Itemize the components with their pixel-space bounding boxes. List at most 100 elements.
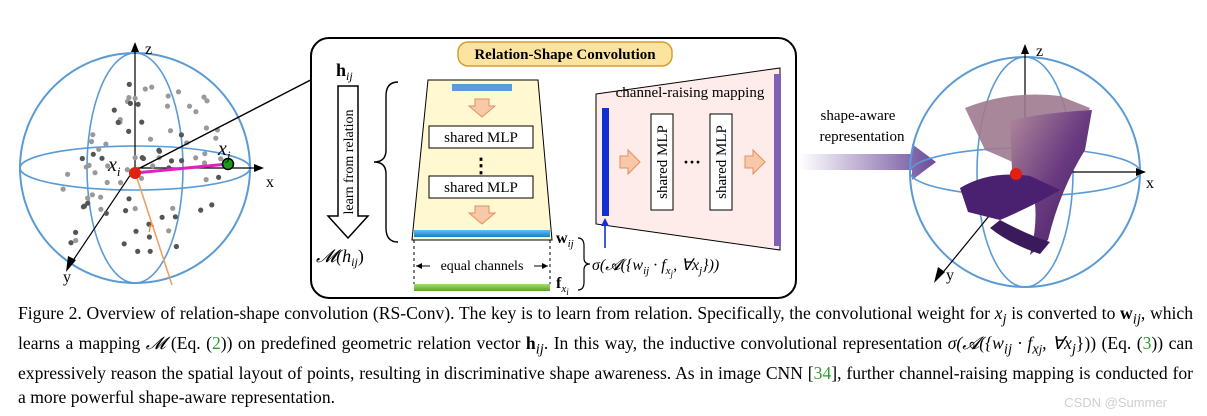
point-cloud xyxy=(60,81,224,254)
cloud-point xyxy=(126,95,132,101)
right-arrow-2 xyxy=(744,148,766,176)
xj-label: xj xyxy=(217,138,231,163)
shape-aware-arrow xyxy=(800,144,936,180)
mlp-box-1 xyxy=(428,125,534,149)
input-bar xyxy=(452,84,512,91)
mlp-box-2 xyxy=(428,175,534,199)
cloud-point xyxy=(146,221,152,227)
cloud-point xyxy=(126,128,132,134)
cloud-point xyxy=(60,186,66,192)
M-h-label: 𝓜(hij) xyxy=(316,246,364,269)
cloud-point xyxy=(201,94,207,100)
neighbor-point xyxy=(221,157,235,171)
cloud-point xyxy=(92,170,98,176)
box-title: Relation-Shape Convolution xyxy=(474,47,656,63)
figure-caption: Figure 2. Overview of relation-shape con… xyxy=(18,303,1193,407)
cloud-point xyxy=(213,135,219,141)
cloud-point xyxy=(115,119,121,125)
cloud-point xyxy=(135,248,141,254)
mlp-vbox-1-label: shared MLP xyxy=(655,125,671,199)
left-brace xyxy=(373,81,399,243)
xi-label: xi xyxy=(107,154,121,179)
cloud-point xyxy=(105,163,111,169)
cloud-point xyxy=(86,162,92,168)
cloud-point xyxy=(103,141,109,147)
eq3-link[interactable]: 3 xyxy=(1142,333,1152,354)
cloud-point xyxy=(159,214,165,220)
cloud-point xyxy=(173,243,179,250)
shape-aware-label-2: representation xyxy=(820,129,905,145)
cloud-point xyxy=(90,132,96,138)
cloud-point xyxy=(132,206,138,212)
radius-line xyxy=(134,171,173,286)
cloud-point xyxy=(165,93,171,99)
axis-y-label: y xyxy=(63,269,71,286)
radius-label: r xyxy=(148,220,154,236)
cloud-point xyxy=(118,180,124,186)
axis-z-label: z xyxy=(145,41,152,58)
cloud-point xyxy=(88,138,95,145)
cloud-point xyxy=(202,151,208,157)
axis-z2-label: z xyxy=(1036,43,1043,60)
cloud-point xyxy=(203,125,209,131)
channel-raising-label: channel-raising mapping xyxy=(616,85,765,101)
cloud-point xyxy=(73,237,79,244)
cloud-point xyxy=(147,248,153,254)
sigma-expr: σ(𝓐({wij · fxj, ∀xj})) xyxy=(592,257,719,279)
f-bar xyxy=(414,284,550,291)
cloud-point xyxy=(175,89,182,95)
cloud-point xyxy=(127,100,133,106)
cloud-point xyxy=(142,86,148,92)
center-point xyxy=(129,167,141,179)
cloud-point xyxy=(126,196,132,202)
right-arrow-1 xyxy=(619,148,641,176)
cloud-point xyxy=(193,155,199,161)
cloud-point xyxy=(168,158,175,164)
cloud-point xyxy=(147,136,154,142)
cloud-point xyxy=(68,240,74,246)
cloud-point xyxy=(126,81,132,87)
cloud-point xyxy=(209,202,215,208)
cloud-point xyxy=(111,107,117,113)
cloud-point xyxy=(96,146,102,152)
axis-y2-label: y xyxy=(946,267,954,284)
mlp-vbox-2-label: shared MLP xyxy=(714,125,730,199)
cloud-point xyxy=(81,203,87,209)
channel-raising-region xyxy=(595,67,781,251)
cloud-point xyxy=(186,103,193,109)
cloud-point xyxy=(156,147,162,153)
cloud-point xyxy=(203,177,209,183)
cloud-point xyxy=(140,155,146,162)
cloud-point xyxy=(216,174,222,180)
right-brace xyxy=(577,237,591,291)
axis-x-label: x xyxy=(266,174,274,191)
cloud-point xyxy=(178,132,184,138)
learn-arrow xyxy=(326,85,370,240)
down-arrow-2 xyxy=(467,205,497,225)
cloud-point xyxy=(73,229,79,235)
cloud-point xyxy=(167,128,174,134)
cloud-point xyxy=(201,160,208,166)
cloud-point xyxy=(218,156,224,162)
vdots: ⋮ xyxy=(471,155,491,177)
cloud-point xyxy=(135,101,141,107)
mlp-trapezoid xyxy=(411,79,553,241)
cloud-point xyxy=(146,234,152,240)
mlp-box-2-label: shared MLP xyxy=(444,180,518,196)
cloud-point xyxy=(123,208,129,214)
down-arrow-1 xyxy=(467,98,497,118)
purple-output-bar xyxy=(774,74,781,246)
cite-34-link[interactable]: 34 xyxy=(813,363,832,384)
shape-surface xyxy=(960,94,1092,255)
cloud-point xyxy=(90,151,96,157)
cloud-point xyxy=(198,207,204,213)
f-xi-label: fxi xyxy=(556,275,569,297)
w-bar xyxy=(414,230,550,237)
shape-aware-label-1: shape-aware xyxy=(821,108,896,124)
cloud-point xyxy=(150,163,156,169)
cloud-point xyxy=(89,192,95,198)
mlp-vbox-2 xyxy=(709,113,733,211)
eq2-link[interactable]: 2 xyxy=(211,333,221,354)
cloud-point xyxy=(204,98,210,104)
cloud-point xyxy=(85,195,91,201)
